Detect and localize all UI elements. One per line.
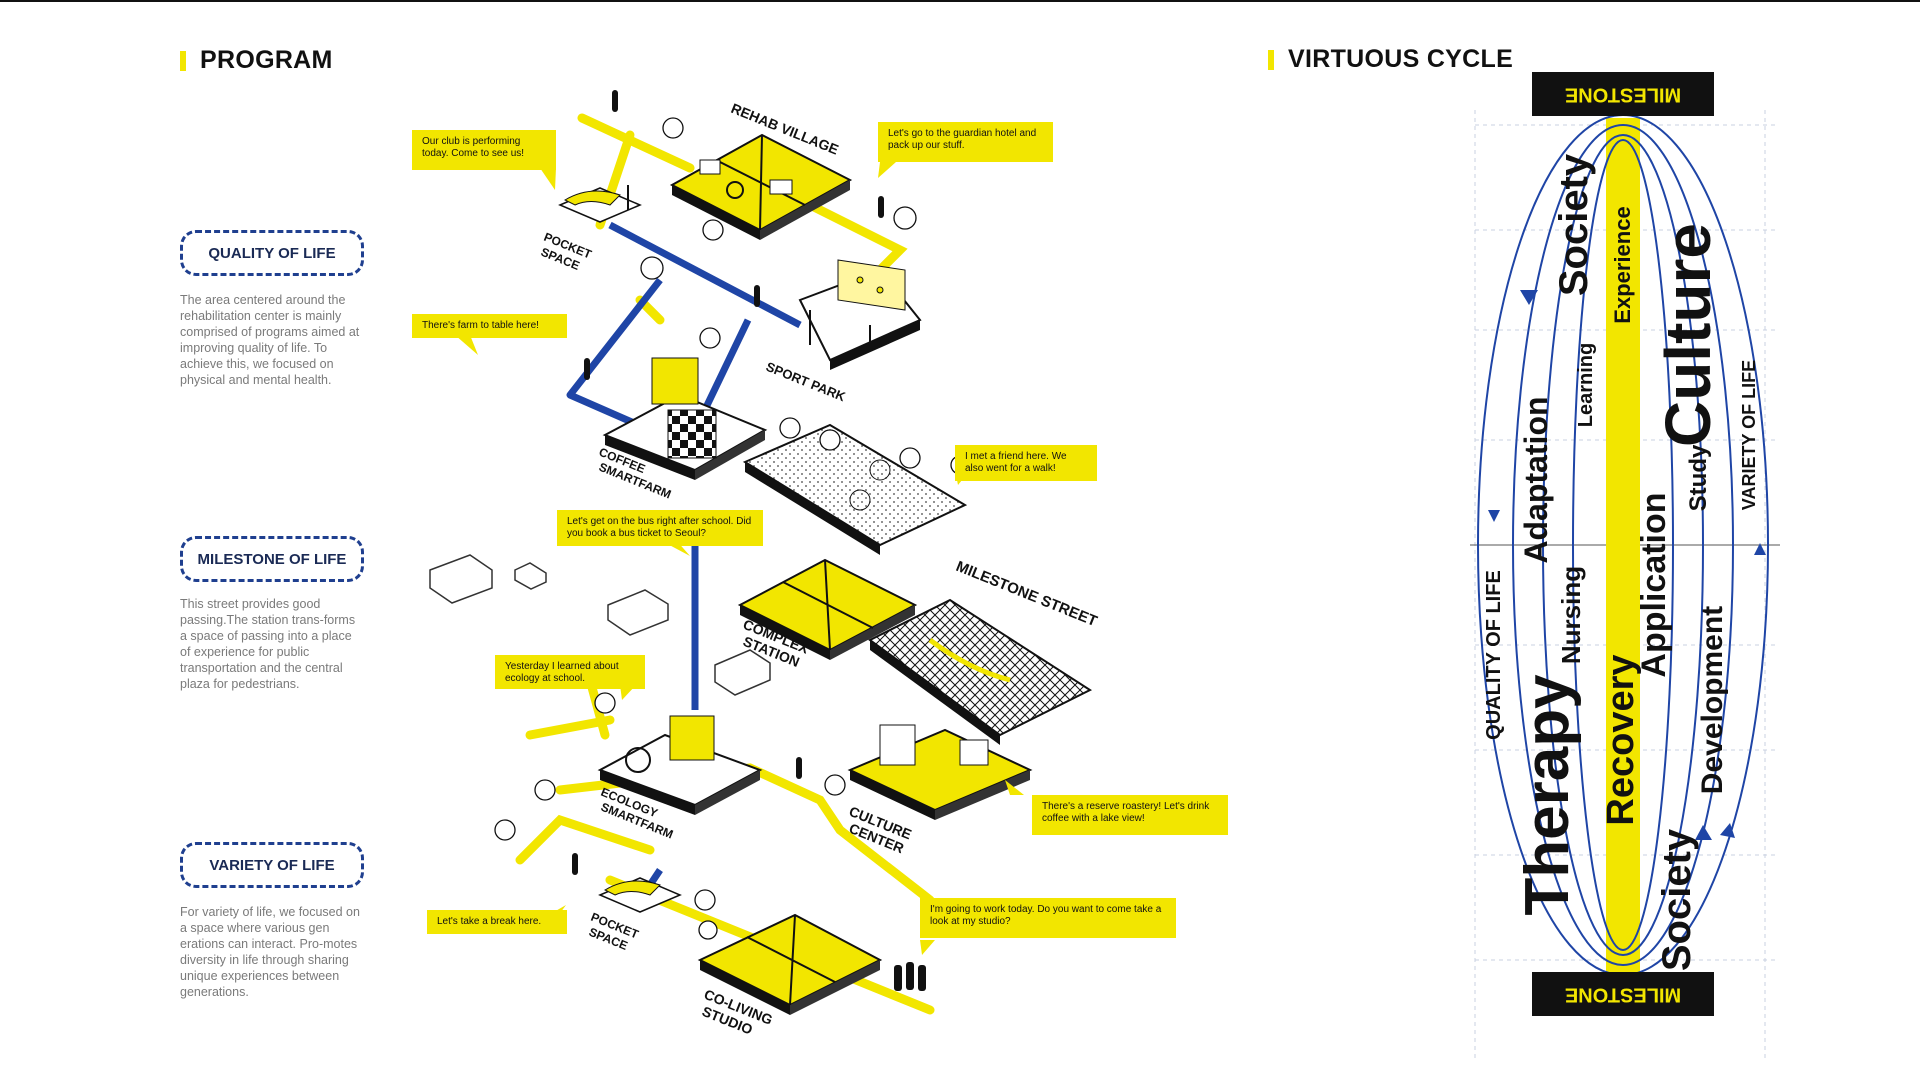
quality-of-life-pill: QUALITY OF LIFE: [180, 230, 364, 276]
word-society-top: Society: [1552, 153, 1596, 296]
bubble-bus: Let's get on the bus right after school.…: [557, 510, 763, 546]
bubble-farm: There's farm to table here!: [412, 314, 567, 338]
cycle-ellipses: [1477, 114, 1769, 976]
word-culture: Culture: [1652, 223, 1724, 447]
variety-of-life-description: For variety of life, we focused on a spa…: [180, 905, 360, 999]
virtuous-cycle-title: VIRTUOUS CYCLE: [1268, 45, 1513, 74]
milestone-of-life-description: This street provides good passing.The st…: [180, 597, 356, 691]
virtuous-cycle-title-text: VIRTUOUS CYCLE: [1288, 45, 1514, 73]
pocket-space-2: [598, 877, 682, 913]
cycle-arrowheads: [1488, 290, 1766, 840]
dotted-park-block: [742, 423, 968, 555]
people: [572, 90, 926, 991]
word-recovery: Recovery: [1600, 654, 1642, 825]
bubble-roastery: There's a reserve roastery! Let's drink …: [1032, 795, 1228, 835]
bubble-club: Our club is performing today. Come to se…: [412, 130, 556, 170]
word-experience: Experience: [1610, 206, 1635, 323]
word-variety-of-life: VARIETY OF LIFE: [1739, 360, 1759, 510]
bubble-guardian: Let's go to the guardian hotel and pack …: [878, 122, 1053, 162]
cycle-grid: [1474, 110, 1775, 1060]
title-accent-bar: [180, 50, 186, 71]
milestone-street-block: [868, 598, 1093, 745]
bubble-friend: I met a friend here. We also went for a …: [955, 445, 1097, 481]
cycle-words: Society Experience Culture Learning Adap…: [1483, 153, 1759, 971]
buses: [429, 554, 771, 696]
word-development: Development: [1696, 606, 1729, 794]
trees: [494, 117, 970, 940]
title-accent-bar: [1268, 49, 1274, 70]
word-society-bottom: Society: [1655, 828, 1699, 971]
complex-station-block: [737, 558, 918, 660]
program-title-text: PROGRAM: [200, 46, 333, 74]
milestone-top-bar: [1532, 72, 1714, 116]
word-learning: Learning: [1575, 343, 1597, 427]
milestone-top-label: MILESTONE: [1565, 84, 1681, 106]
milestone-of-life-pill: MILESTONE OF LIFE: [180, 536, 364, 582]
word-application: Application: [1635, 492, 1673, 677]
co-living-studio-block: [697, 913, 883, 1015]
quality-of-life-description: The area centered around the rehabilitat…: [180, 293, 360, 387]
program-title: PROGRAM: [180, 46, 333, 75]
bubble-ecology: Yesterday I learned about ecology at sch…: [495, 655, 645, 689]
yellow-spine: [1606, 118, 1640, 980]
word-quality-of-life: QUALITY OF LIFE: [1483, 570, 1505, 740]
top-border: [0, 0, 1920, 2]
word-study: Study: [1685, 444, 1712, 511]
variety-of-life-pill: VARIETY OF LIFE: [180, 842, 364, 888]
word-nursing: Nursing: [1556, 566, 1586, 664]
ecology-smartfarm-block: [597, 715, 763, 815]
pocket-space-1: [558, 185, 642, 223]
coffee-smartfarm-block: [602, 357, 768, 480]
bubble-break: Let's take a break here.: [427, 910, 567, 934]
sport-park-block: [798, 259, 922, 370]
word-adaptation: Adaptation: [1518, 396, 1554, 563]
bubble-studio: I'm going to work today. Do you want to …: [920, 898, 1176, 938]
word-therapy: Therapy: [1513, 674, 1582, 916]
milestone-bottom-label: MILESTONE: [1565, 984, 1681, 1006]
rehab-village-block: [669, 133, 853, 240]
milestone-bottom-bar: [1532, 972, 1714, 1016]
